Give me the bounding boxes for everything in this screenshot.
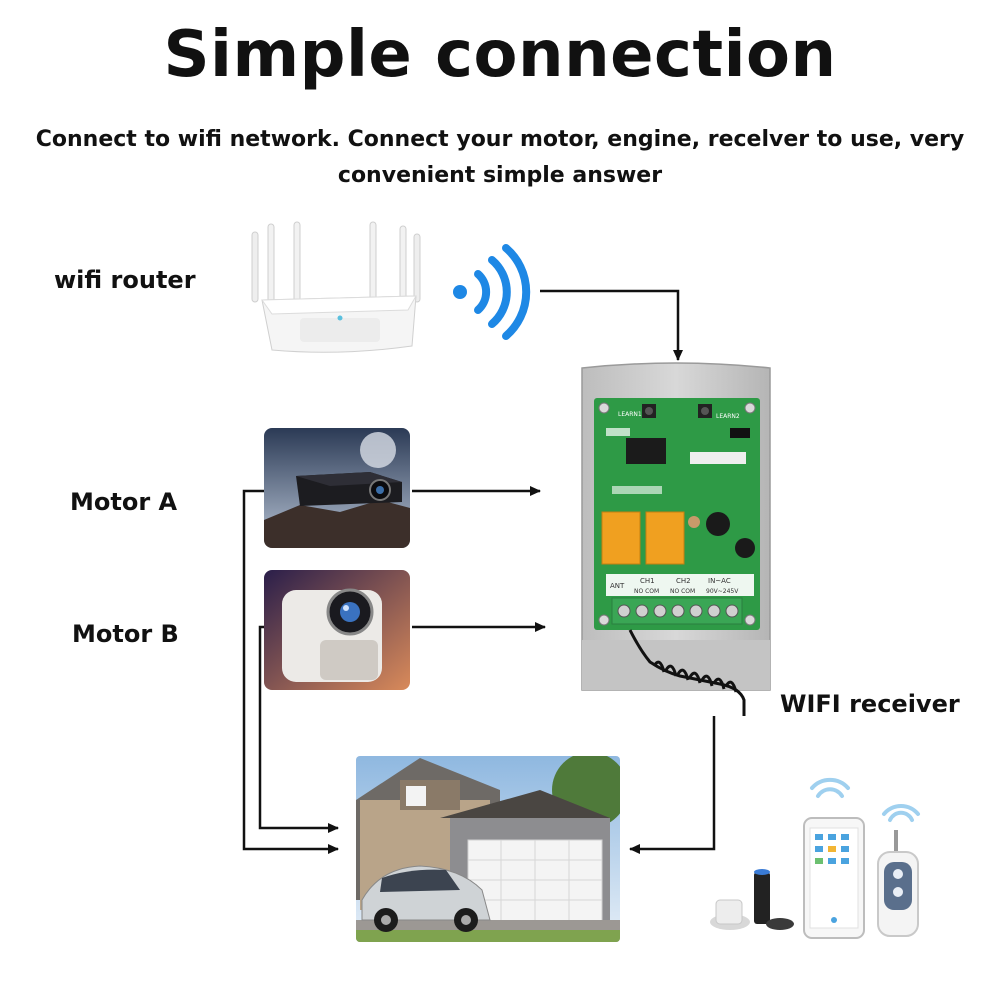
motor-a-image (264, 428, 410, 548)
page-subtitle: Connect to wifi network. Connect your mo… (35, 127, 965, 188)
motor-a-to-garage-arrow (242, 489, 339, 854)
motor-a-label: Motor A (70, 488, 178, 516)
motor-b-image (264, 570, 410, 690)
wifi-signal-icon (453, 244, 531, 340)
wifi-router-icon (251, 221, 421, 353)
motor-b-label: Motor B (72, 620, 179, 648)
smartphone-icon (803, 817, 865, 939)
in-ac-text: IN~AC (708, 577, 731, 585)
motor-b-to-garage-arrow (258, 625, 339, 833)
smart-speaker-icon (710, 869, 794, 930)
page-title: Simple connection (163, 18, 837, 92)
connector-lines (242, 289, 716, 854)
receiver-label: WIFI receiver (780, 690, 960, 718)
garage-door-image (356, 756, 620, 942)
router-label: wifi router (54, 266, 196, 294)
no-com-1-text: NO COM (634, 588, 659, 595)
ch2-text: CH2 (676, 577, 691, 585)
learn2-text: LEARN2 (716, 413, 740, 420)
ant-text: ANT (610, 582, 625, 590)
remote-control-icon (877, 830, 919, 937)
no-com-2-text: NO COM (670, 588, 695, 595)
learn1-text: LEARN1 (618, 411, 642, 418)
ch1-text: CH1 (640, 577, 655, 585)
wifi-receiver-device: LEARN1 LEARN2 ANT CH1 CH2 IN~AC NO COM N… (581, 362, 771, 716)
router-to-receiver-arrow (540, 289, 683, 361)
smart-devices-image (710, 777, 920, 939)
receiver-to-garage-arrow (629, 716, 716, 854)
voltage-text: 90V~245V (706, 588, 739, 595)
